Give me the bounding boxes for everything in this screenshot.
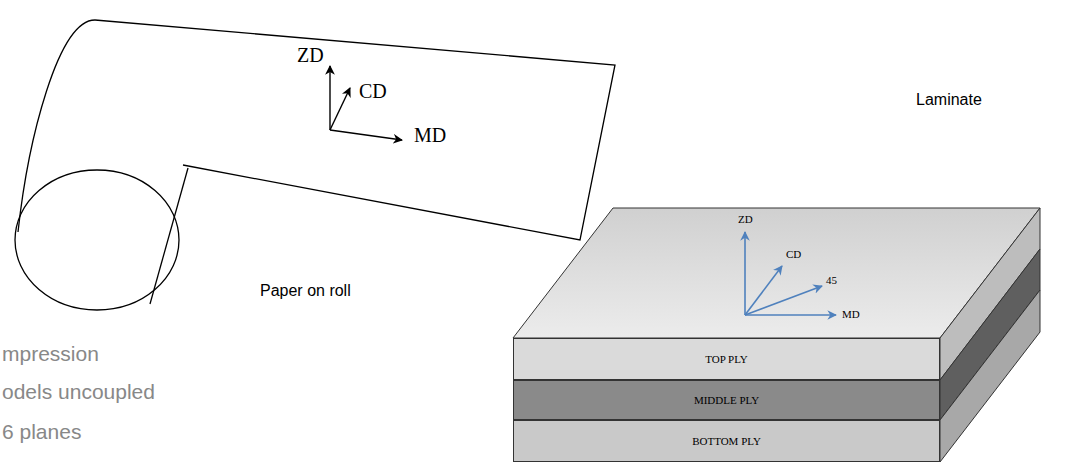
side-bottom-ply <box>940 290 1040 462</box>
axis-label: CD <box>786 248 801 260</box>
axis-md <box>330 130 402 140</box>
figure-caption: Laminate <box>916 91 982 109</box>
laminate-block <box>513 208 1040 462</box>
paper-sheet <box>95 20 615 240</box>
ply-label: BOTTOM PLY <box>692 435 761 447</box>
axis-label: ZD <box>297 44 324 66</box>
slide-text: 6 planes <box>2 420 81 443</box>
axis-zd <box>329 66 330 130</box>
axis-45 <box>745 286 822 315</box>
axis-md <box>745 314 836 316</box>
axis-label: ZD <box>738 213 753 225</box>
laminate-axes <box>745 232 836 315</box>
paper-roll <box>15 20 615 310</box>
axis-label: MD <box>414 124 446 146</box>
ply-band: BOTTOM PLY <box>513 420 940 462</box>
ply-band: MIDDLE PLY <box>513 380 940 420</box>
roll-axes <box>330 66 402 140</box>
axis-zd <box>744 232 746 315</box>
ply-band: TOP PLY <box>513 338 940 380</box>
slide-text: odels uncoupled <box>2 380 155 403</box>
axis-label: 45 <box>826 274 837 286</box>
ply-label: MIDDLE PLY <box>694 394 759 406</box>
slide-text: mpression <box>2 342 99 365</box>
roll-edge <box>150 168 188 304</box>
figure-caption: Paper on roll <box>260 282 351 300</box>
ply-label: TOP PLY <box>705 353 748 365</box>
axis-cd <box>330 88 350 130</box>
axis-label: MD <box>842 308 860 320</box>
axis-label: CD <box>359 80 387 102</box>
